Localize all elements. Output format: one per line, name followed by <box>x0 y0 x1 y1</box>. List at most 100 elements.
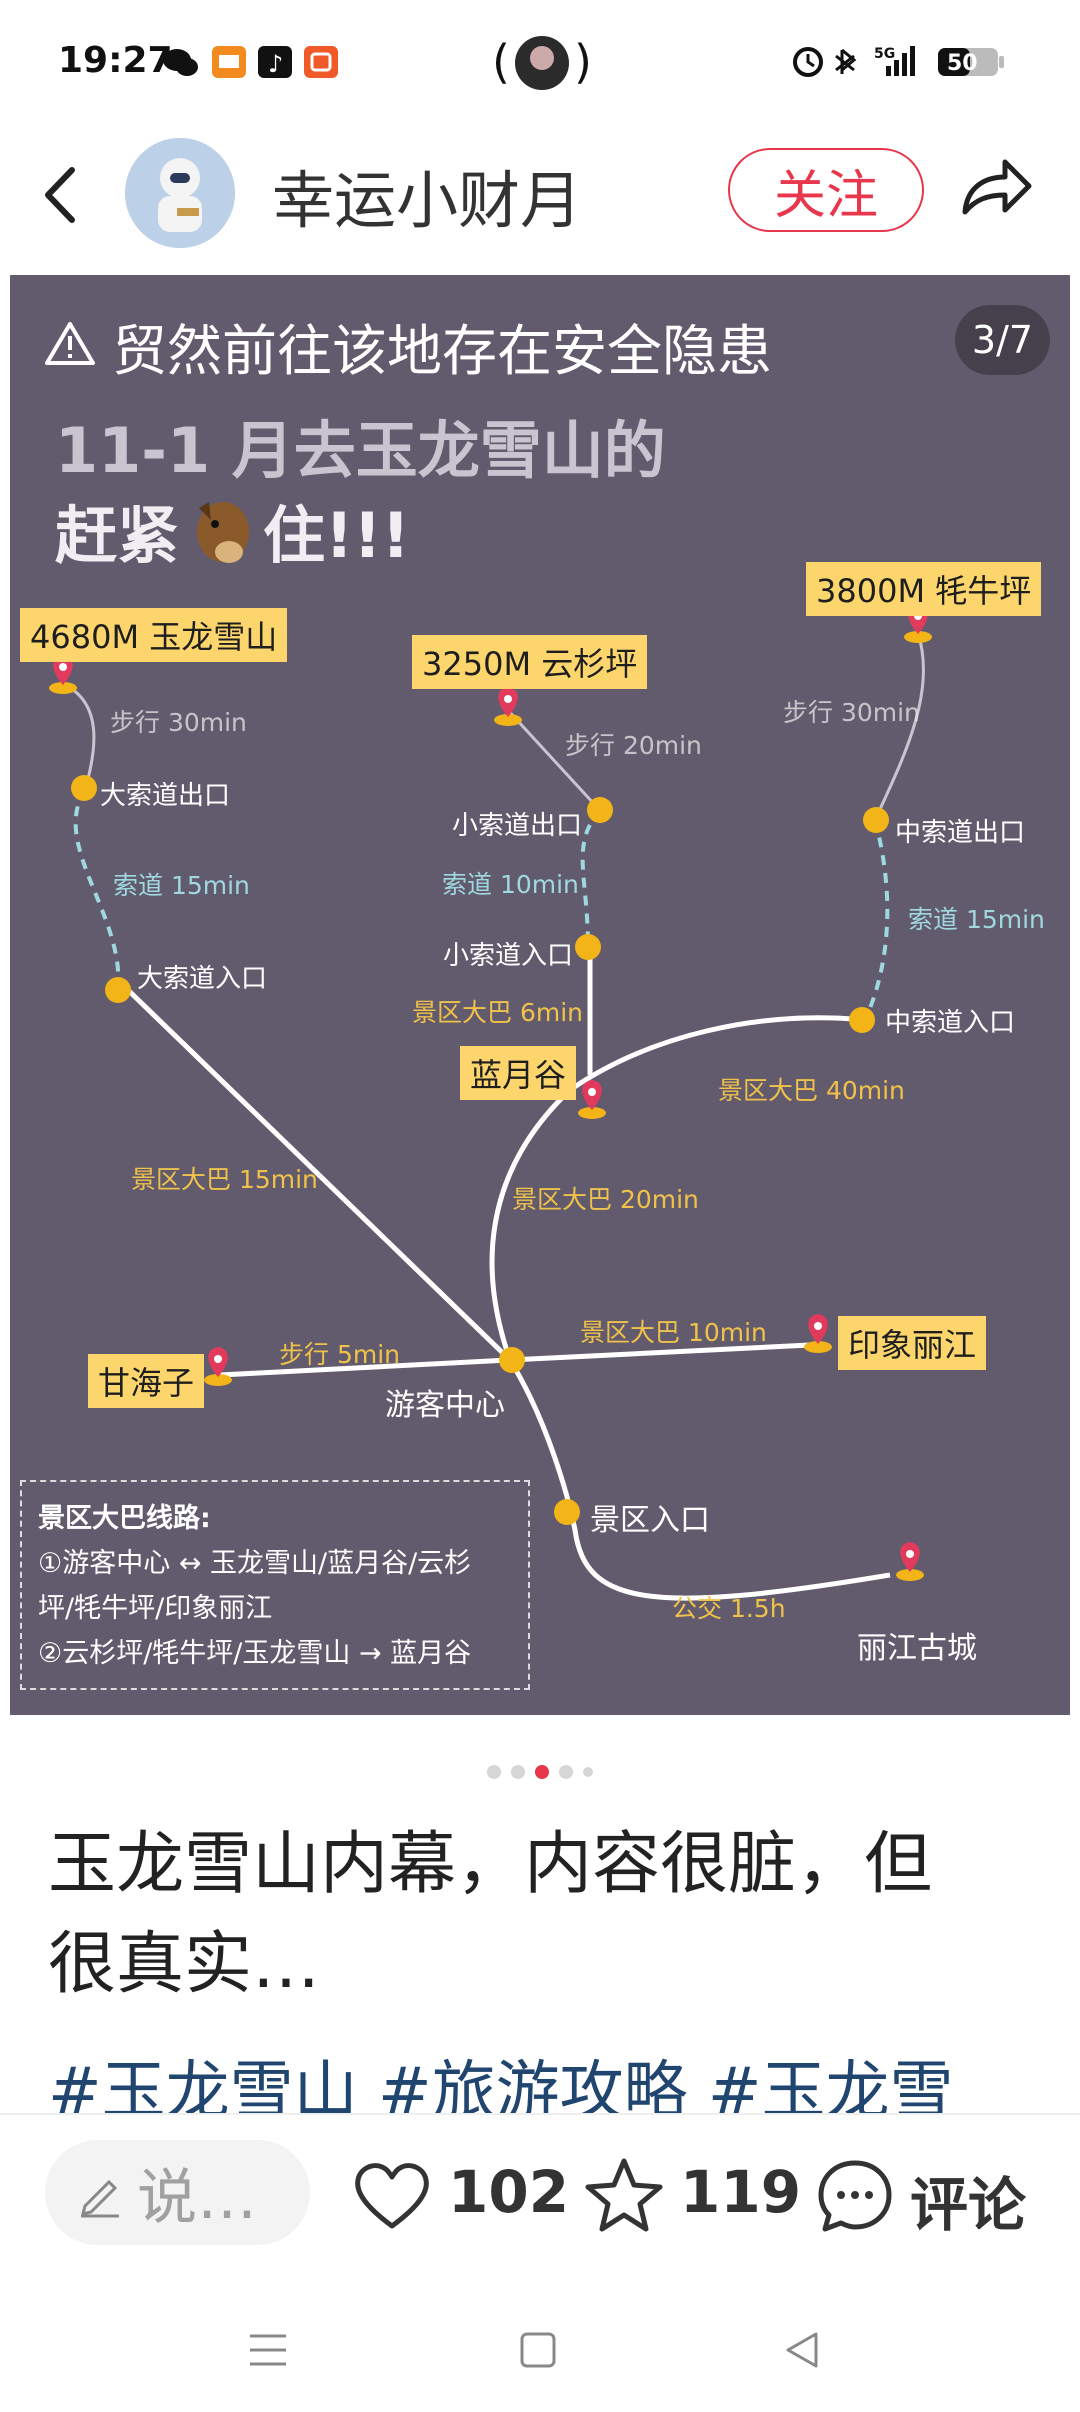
like-count: 102 <box>448 2158 570 2226</box>
page-indicator: 3/7 <box>955 305 1050 375</box>
post-image[interactable] <box>10 275 1070 1715</box>
node-big-exit: 大索道出口 <box>100 781 231 811</box>
node-dot <box>587 797 613 823</box>
carousel-dot-active <box>535 1765 549 1779</box>
wechat-icon <box>163 49 198 76</box>
status-time: 19:27 <box>58 40 173 81</box>
node-old-town: 丽江古城 <box>857 1631 977 1666</box>
edge-bus15: 景区大巴 15min <box>131 1165 318 1194</box>
node-dot <box>499 1347 525 1373</box>
location-pin-icon <box>494 687 522 726</box>
edge-bus20: 景区大巴 20min <box>512 1185 699 1214</box>
node-dot <box>71 775 97 801</box>
edge-bus10: 景区大巴 10min <box>580 1318 767 1347</box>
post-title: 玉龙雪山内幕，内容很脏，但 很真实… <box>48 1815 1038 2015</box>
edge-transit: 公交 1.5h <box>672 1594 786 1623</box>
status-avatar: ( ) <box>492 35 592 90</box>
divider <box>0 2113 1080 2115</box>
place-yulong: 4680M 玉龙雪山 <box>20 608 288 662</box>
heading-text-a: 赶紧 <box>55 499 180 572</box>
location-pin-icon <box>804 1314 832 1353</box>
node-mid-entry: 中索道入口 <box>885 1008 1016 1038</box>
app-icon <box>304 46 338 78</box>
node-dot <box>554 1499 580 1525</box>
place-yunshan: 3250M 云杉坪 <box>412 635 648 689</box>
menu-icon[interactable] <box>248 2332 288 2368</box>
svg-text:5G: 5G <box>874 46 895 62</box>
carousel-dot <box>487 1765 501 1779</box>
node-dot <box>849 1007 875 1033</box>
follow-button[interactable]: 关注 <box>728 148 924 232</box>
author-name[interactable]: 幸运小财月 <box>272 164 583 237</box>
back-icon[interactable] <box>782 2330 822 2370</box>
notification-icons: ♪ <box>163 46 338 78</box>
svg-text:): ) <box>574 35 592 89</box>
comment-bubble-icon[interactable] <box>815 2157 895 2235</box>
edge-walk30b: 步行 30min <box>783 698 920 727</box>
carousel-dot <box>583 1767 593 1777</box>
heading-text-b: 住!!! <box>263 499 410 572</box>
mail-icon <box>212 46 246 78</box>
image-heading-line1: 11-1 月去玉龙雪山的 <box>55 414 666 487</box>
safety-notice[interactable]: 贸然前往该地存在安全隐患 <box>112 319 773 383</box>
edge-walk20: 步行 20min <box>565 731 702 760</box>
edge-cable10: 索道 10min <box>442 870 579 899</box>
tiktok-icon: ♪ <box>258 46 292 78</box>
edge-bus40: 景区大巴 40min <box>718 1076 905 1105</box>
edge-cable15: 索道 15min <box>113 871 250 900</box>
node-visitor-center: 游客中心 <box>385 1388 505 1423</box>
alarm-icon <box>793 47 823 77</box>
node-mid-exit: 中索道出口 <box>895 818 1026 848</box>
node-small-exit: 小索道出口 <box>452 811 583 841</box>
legend-title: 景区大巴线路: <box>38 1503 211 1534</box>
pencil-icon <box>80 2179 119 2217</box>
edge-cable15b: 索道 15min <box>908 905 1045 934</box>
svg-text:♪: ♪ <box>268 50 283 78</box>
share-icon[interactable] <box>955 152 1035 222</box>
back-arrow-icon[interactable] <box>38 160 82 230</box>
edge-walk5: 步行 5min <box>279 1340 400 1369</box>
node-dot <box>863 807 889 833</box>
signal-icon <box>886 46 915 76</box>
warning-icon <box>45 322 95 365</box>
place-maoniu: 3800M 牦牛坪 <box>806 562 1042 616</box>
bluetooth-icon <box>835 48 857 74</box>
place-yinxiang: 印象丽江 <box>838 1316 987 1370</box>
node-small-entry: 小索道入口 <box>443 941 574 971</box>
post-title-line2: 很真实… <box>48 1925 321 2004</box>
carousel-dot <box>559 1765 573 1779</box>
author-avatar[interactable] <box>125 138 235 248</box>
svg-text:50: 50 <box>947 51 978 76</box>
edge-walk30: 步行 30min <box>110 708 247 737</box>
node-dot <box>575 934 601 960</box>
system-icons: 5G 50 <box>793 46 1004 77</box>
horse-emoji-icon <box>197 502 250 563</box>
edge-bus6: 景区大巴 6min <box>412 998 583 1027</box>
system-nav-bar <box>0 2290 1080 2412</box>
favorite-count: 119 <box>680 2158 802 2226</box>
carousel-indicator <box>0 1765 1080 1779</box>
comment-button-label[interactable]: 评论 <box>910 2171 1027 2239</box>
comment-placeholder: 说… <box>137 2163 257 2233</box>
carousel-dot <box>511 1765 525 1779</box>
like-heart-icon[interactable] <box>352 2160 432 2232</box>
location-pin-icon <box>578 1080 606 1119</box>
location-pin-icon <box>204 1347 232 1386</box>
legend-line-3: ②云杉坪/牦牛坪/玉龙雪山 → 蓝月谷 <box>38 1638 472 1669</box>
favorite-star-icon[interactable] <box>584 2157 664 2233</box>
node-dot <box>105 977 131 1003</box>
post-title-line1: 玉龙雪山内幕，内容很脏，但 <box>48 1825 933 1904</box>
comment-input[interactable]: 说… <box>45 2140 310 2245</box>
battery-icon: 50 <box>938 48 1004 76</box>
home-icon[interactable] <box>518 2330 558 2370</box>
bus-route-legend: 景区大巴线路: ①游客中心 ↔ 玉龙雪山/蓝月谷/云杉 坪/牦牛坪/印象丽江 ②… <box>20 1480 530 1690</box>
image-heading-line2: 赶紧 住!!! <box>55 485 410 575</box>
node-scenic-entry: 景区入口 <box>590 1503 710 1538</box>
location-pin-icon <box>49 655 77 694</box>
legend-line-2: 坪/牦牛坪/印象丽江 <box>38 1593 273 1624</box>
place-ganhai: 甘海子 <box>88 1354 205 1408</box>
svg-text:(: ( <box>492 35 510 89</box>
location-pin-icon <box>896 1542 924 1581</box>
status-bar: 19:27 ♪ ( ) 5G 50 <box>0 0 1080 120</box>
place-lanyue: 蓝月谷 <box>460 1046 577 1100</box>
